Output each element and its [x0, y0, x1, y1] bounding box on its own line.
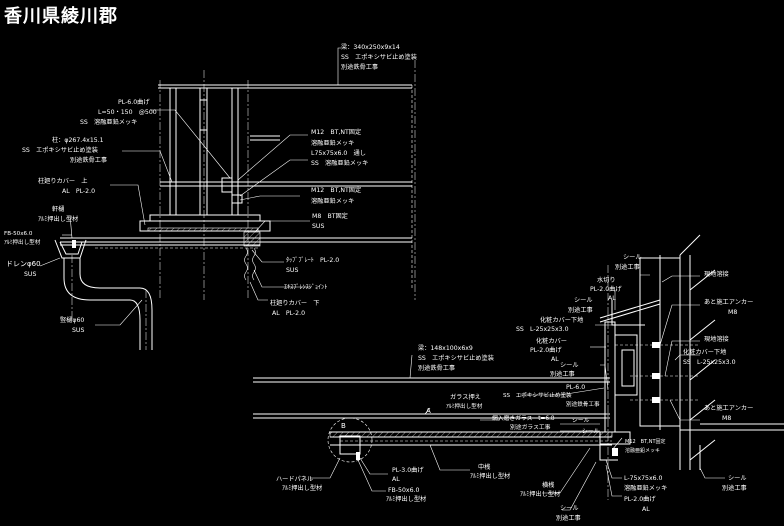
label-m12a-2: 溶融亜鉛メッキ — [311, 139, 354, 147]
label-site-weld-b: 現地溶接 — [704, 335, 729, 343]
label-seal-f-1: シール — [560, 505, 579, 512]
label-tapplate-2: SUS — [286, 267, 298, 274]
label-beam-mid-2: SS エポキシサビ止め塗装 — [418, 354, 494, 362]
label-fb50a-1: FB-50x6.0 — [4, 231, 33, 237]
label-m12c-2: 溶融亜鉛メッキ — [625, 447, 660, 454]
lower-leaders — [310, 260, 725, 511]
label-tapplate-1: ﾀｯﾌﾟﾌﾟﾚｰﾄ PL-2.0 — [286, 257, 339, 264]
label-fb50b-2: ｱﾙﾐ押出し型材 — [386, 495, 426, 503]
label-cosmetic-base-2: SS L-25x25x3.0 — [516, 326, 569, 333]
label-pl6-3: SS 溶融亜鉛メッキ — [80, 118, 137, 126]
label-seal-b-1: シール — [574, 297, 593, 304]
label-seal-c-1: シール — [560, 362, 579, 369]
label-l75b-2: 溶融亜鉛メッキ — [624, 484, 667, 492]
label-pl6b-3: 別途鉄骨工事 — [566, 400, 600, 408]
label-beam-mid-3: 別途鉄骨工事 — [418, 364, 455, 372]
label-pl2-2: AL — [642, 506, 650, 513]
label-anchor-b-1: あと施工アンカー — [704, 404, 753, 412]
marker-b: B — [341, 422, 346, 430]
label-cosmetic-base2-2: SS L-25x25x3.0 — [683, 359, 736, 366]
label-drain-2: SUS — [24, 271, 36, 278]
upper-leaders — [39, 47, 341, 326]
label-seal-f-2: 別途工事 — [556, 514, 581, 522]
lower-detail — [253, 234, 784, 500]
label-glass-1: 網入磨きガラス t=6.8 — [492, 414, 555, 422]
label-pl6b-1: PL-6.0 — [566, 384, 585, 391]
label-m12a-1: M12 BT,NT固定 — [311, 128, 361, 136]
label-column-3: 別途鉄骨工事 — [70, 156, 107, 164]
label-glass-hold-2: ｱﾙﾐ押出し型材 — [446, 402, 483, 410]
drawing-title: 香川県綾川郡 — [4, 6, 118, 27]
label-column-2: SS エポキシサビ止め塗装 — [22, 146, 98, 154]
label-seal-a-2: 別途工事 — [615, 263, 640, 271]
label-m8-2: SUS — [312, 223, 324, 230]
label-col-cover-top-1: 柱廻りカバー 上 — [38, 177, 88, 185]
label-seal-g-2: 別途工事 — [722, 484, 747, 492]
label-drain-1: ドレンφ60 — [6, 260, 41, 268]
label-seal-e: シール — [582, 429, 600, 435]
label-l75a-2: SS 溶融亜鉛メッキ — [311, 159, 368, 167]
label-col-cover-bottom-2: AL PL-2.0 — [272, 310, 305, 317]
label-cross-frame-2: ｱﾙﾐ押出し型材 — [520, 490, 560, 498]
label-hard-panel-2: ｱﾙﾐ押出し型材 — [282, 484, 322, 492]
label-mid-frame-1: 中桟 — [478, 463, 490, 471]
label-m12b-1: M12 BT,NT固定 — [311, 186, 361, 194]
label-beam-top-3: 別途鉄骨工事 — [341, 63, 378, 71]
label-mid-frame-2: ｱﾙﾐ押出し型材 — [470, 472, 510, 480]
label-l75a-1: L75x75x6.0 通し — [311, 149, 366, 157]
label-anchor-b-2: M8 — [722, 415, 731, 422]
label-water-2: PL-2.0曲げ — [590, 285, 622, 293]
label-downpipe-2: SUS — [72, 327, 84, 334]
label-beam-mid-1: 梁：148x100x6x9 — [418, 344, 473, 352]
label-glass-hold-1: ガラス押え — [450, 393, 481, 401]
label-eaves-1: 軒樋 — [52, 205, 64, 213]
label-cosmetic-cover-2: PL-2.0曲げ — [530, 346, 562, 354]
label-beam-top-2: SS エポキシサビ止め塗装 — [341, 53, 417, 61]
label-fb50a-2: ｱﾙﾐ押出し型材 — [4, 238, 41, 246]
label-cosmetic-cover-1: 化粧カバー — [536, 337, 567, 345]
label-glass-2: 別途ガラス工事 — [510, 423, 551, 431]
label-m12b-2: 溶融亜鉛メッキ — [311, 197, 354, 205]
label-site-weld-a: 現地溶接 — [704, 270, 729, 278]
label-seal-a-1: シール — [623, 254, 642, 261]
marker-a: A — [426, 407, 431, 415]
label-pl2-1: PL-2.0曲げ — [624, 495, 656, 503]
label-seal-g-1: シール — [728, 475, 747, 482]
label-seal-c-2: 別途工事 — [550, 370, 575, 378]
label-expansion: ｴｷｽﾌﾟﾚﾝｽｼﾞｮｲﾝﾄ — [284, 284, 327, 291]
label-hard-panel-1: ハードパネル — [276, 476, 313, 483]
label-seal-b-2: 別途工事 — [568, 306, 593, 314]
label-l75b-1: L-75x75x6.0 — [624, 475, 663, 482]
label-cosmetic-base-1: 化粧カバー下地 — [540, 316, 583, 324]
label-column-1: 柱：φ267.4x15.1 — [52, 136, 104, 144]
label-pl6-1: PL-6.0曲げ — [118, 98, 150, 106]
label-col-cover-bottom-1: 柱廻りカバー 下 — [270, 299, 320, 307]
label-water-1: 水切り — [597, 276, 616, 284]
label-m8-1: M8 BT固定 — [312, 212, 348, 220]
column — [159, 70, 249, 300]
label-water-3: AL — [608, 295, 616, 302]
label-beam-top-1: 梁：340x250x9x14 — [341, 43, 400, 51]
label-cosmetic-cover-3: AL — [551, 356, 559, 363]
label-cosmetic-base2-1: 化粧カバー下地 — [683, 348, 726, 356]
label-m12c-1: M12 BT,NT固定 — [625, 438, 666, 445]
label-anchor-a-2: M8 — [728, 309, 737, 316]
label-seal-d: シール — [572, 418, 590, 424]
label-pl6-2: L=50・150 @500 — [98, 108, 157, 116]
label-fb50b-1: FB-50x6.0 — [388, 487, 419, 494]
label-downpipe-1: 竪樋φ60 — [60, 316, 84, 324]
label-pl3-2: AL — [392, 476, 400, 483]
label-col-cover-top-2: AL PL-2.0 — [62, 188, 95, 195]
label-cross-frame-1: 横桟 — [542, 481, 554, 489]
upper-detail — [54, 60, 416, 350]
label-pl3-1: PL-3.0曲げ — [392, 466, 424, 474]
label-pl6b-2: SS エポキシサビ止め塗装 — [503, 391, 572, 399]
label-anchor-a-1: あと施工アンカー — [704, 298, 753, 306]
label-eaves-2: ｱﾙﾐ押出し型材 — [38, 215, 78, 223]
